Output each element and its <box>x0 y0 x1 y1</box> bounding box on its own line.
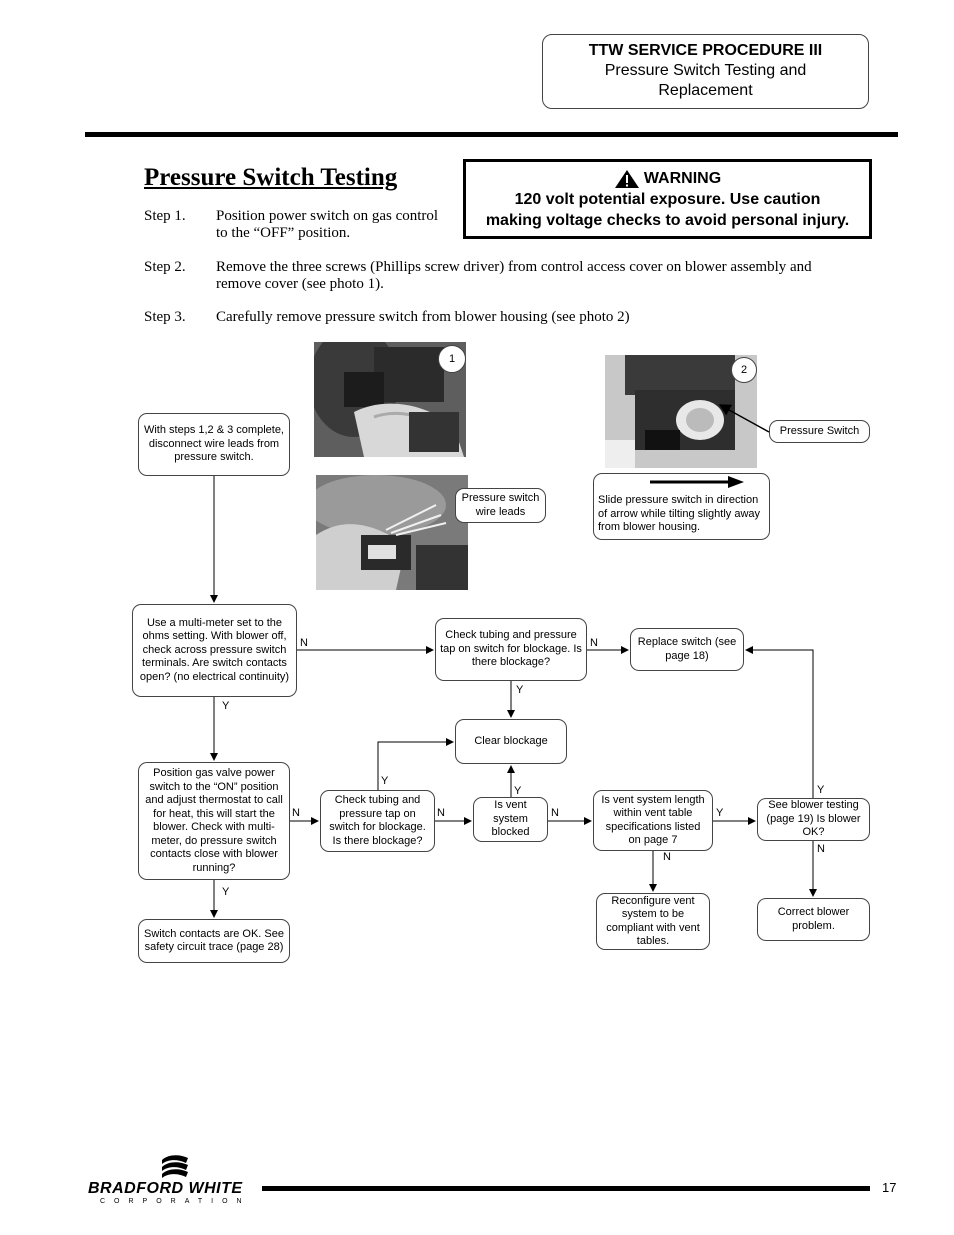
header-rule <box>85 132 898 137</box>
photo-1-blower-cover: 1 <box>314 342 466 457</box>
step-text: Carefully remove pressure switch from bl… <box>216 309 630 326</box>
label-no: N <box>663 851 671 863</box>
flow-clear-blockage-box: Clear blockage <box>455 719 567 764</box>
pressure-switch-callout: Pressure Switch <box>769 420 870 443</box>
slide-instruction-text: Slide pressure switch in direction of ar… <box>598 494 761 534</box>
procedure-header-box: TTW SERVICE PROCEDURE III Pressure Switc… <box>542 34 869 109</box>
step-2: Step 2. Remove the three screws (Phillip… <box>144 259 864 295</box>
warning-box: WARNING 120 volt potential exposure. Use… <box>463 159 872 239</box>
footer-rule <box>262 1186 870 1191</box>
connector-tubing-mid-to-clear <box>377 738 454 790</box>
brand-corporation: CORPORATION <box>100 1198 251 1205</box>
flow-replace-switch-box: Replace switch (see page 18) <box>630 628 744 671</box>
photo-1-number: 1 <box>438 345 466 373</box>
procedure-subtitle: Pressure Switch Testing and Replacement <box>604 62 807 99</box>
flow-multimeter-box: Use a multi-meter set to the ohms settin… <box>132 604 297 697</box>
step-text-line: to the “OFF” position. <box>216 225 351 241</box>
photo-1-wire-leads <box>316 475 468 590</box>
step-3: Step 3. Carefully remove pressure switch… <box>144 309 864 329</box>
flow-correct-blower-box: Correct blower problem. <box>757 898 870 941</box>
label-yes: Y <box>381 775 389 787</box>
label-yes: Y <box>516 684 524 696</box>
label-yes: Y <box>817 784 825 796</box>
label-yes: Y <box>222 886 230 898</box>
label-yes: Y <box>716 807 724 819</box>
label-no: N <box>300 637 308 649</box>
connector-blower-to-replace <box>745 646 814 798</box>
warning-line1: 120 volt potential exposure. Use caution <box>514 191 821 208</box>
procedure-title: TTW SERVICE PROCEDURE III <box>588 42 823 59</box>
photo-2-number: 2 <box>731 357 757 383</box>
step-text-line: remove cover (see photo 1). <box>216 276 384 292</box>
flow-check-tubing-top-box: Check tubing and pressure tap on switch … <box>435 618 587 681</box>
label-no: N <box>292 807 300 819</box>
section-title: Pressure Switch Testing <box>144 164 398 191</box>
step-1: Step 1. Position power switch on gas con… <box>144 208 464 244</box>
brand-logo-icon <box>162 1155 188 1178</box>
label-no: N <box>551 807 559 819</box>
flow-position-valve-box: Position gas valve power switch to the “… <box>138 762 290 880</box>
step-text-line: Remove the three screws (Phillips screw … <box>216 259 812 275</box>
flow-vent-blocked-box: Is vent system blocked <box>473 797 548 842</box>
step-text-line: Position power switch on gas control <box>216 208 439 224</box>
step-text: Position power switch on gas control to … <box>216 208 438 242</box>
flow-contacts-ok-box: Switch contacts are OK. See safety circu… <box>138 919 290 963</box>
label-no: N <box>590 637 598 649</box>
warning-triangle-icon <box>614 169 639 188</box>
label-no: N <box>437 807 445 819</box>
flow-check-tubing-mid-box: Check tubing and pressure tap on switch … <box>320 790 435 852</box>
step-text-line: Carefully remove pressure switch from bl… <box>216 309 630 325</box>
flow-start-box: With steps 1,2 & 3 complete, disconnect … <box>138 413 290 476</box>
slide-direction-arrow <box>650 476 744 488</box>
slide-instruction-box: Slide pressure switch in direction of ar… <box>593 473 770 540</box>
label-yes: Y <box>222 700 230 712</box>
page-number: 17 <box>882 1180 897 1195</box>
flow-reconfigure-vent-box: Reconfigure vent system to be compliant … <box>596 893 710 950</box>
label-no: N <box>817 843 825 855</box>
step-number: Step 3. <box>144 309 186 325</box>
wire-leads-callout: Pressure switch wire leads <box>455 488 546 523</box>
step-number: Step 1. <box>144 208 186 224</box>
photo-1b-image <box>316 475 468 590</box>
warning-line2: making voltage checks to avoid personal … <box>485 212 850 229</box>
brand-name: BRADFORD WHITE <box>88 1180 243 1197</box>
flow-vent-length-box: Is vent system length within vent table … <box>593 790 713 851</box>
flow-blower-testing-box: See blower testing (page 19) Is blower O… <box>757 798 870 841</box>
step-number: Step 2. <box>144 259 186 275</box>
step-text: Remove the three screws (Phillips screw … <box>216 259 812 293</box>
photo-1-image <box>314 342 466 457</box>
warning-heading: WARNING <box>643 170 722 187</box>
label-yes: Y <box>514 785 522 797</box>
pressure-switch-pointer <box>718 404 770 433</box>
